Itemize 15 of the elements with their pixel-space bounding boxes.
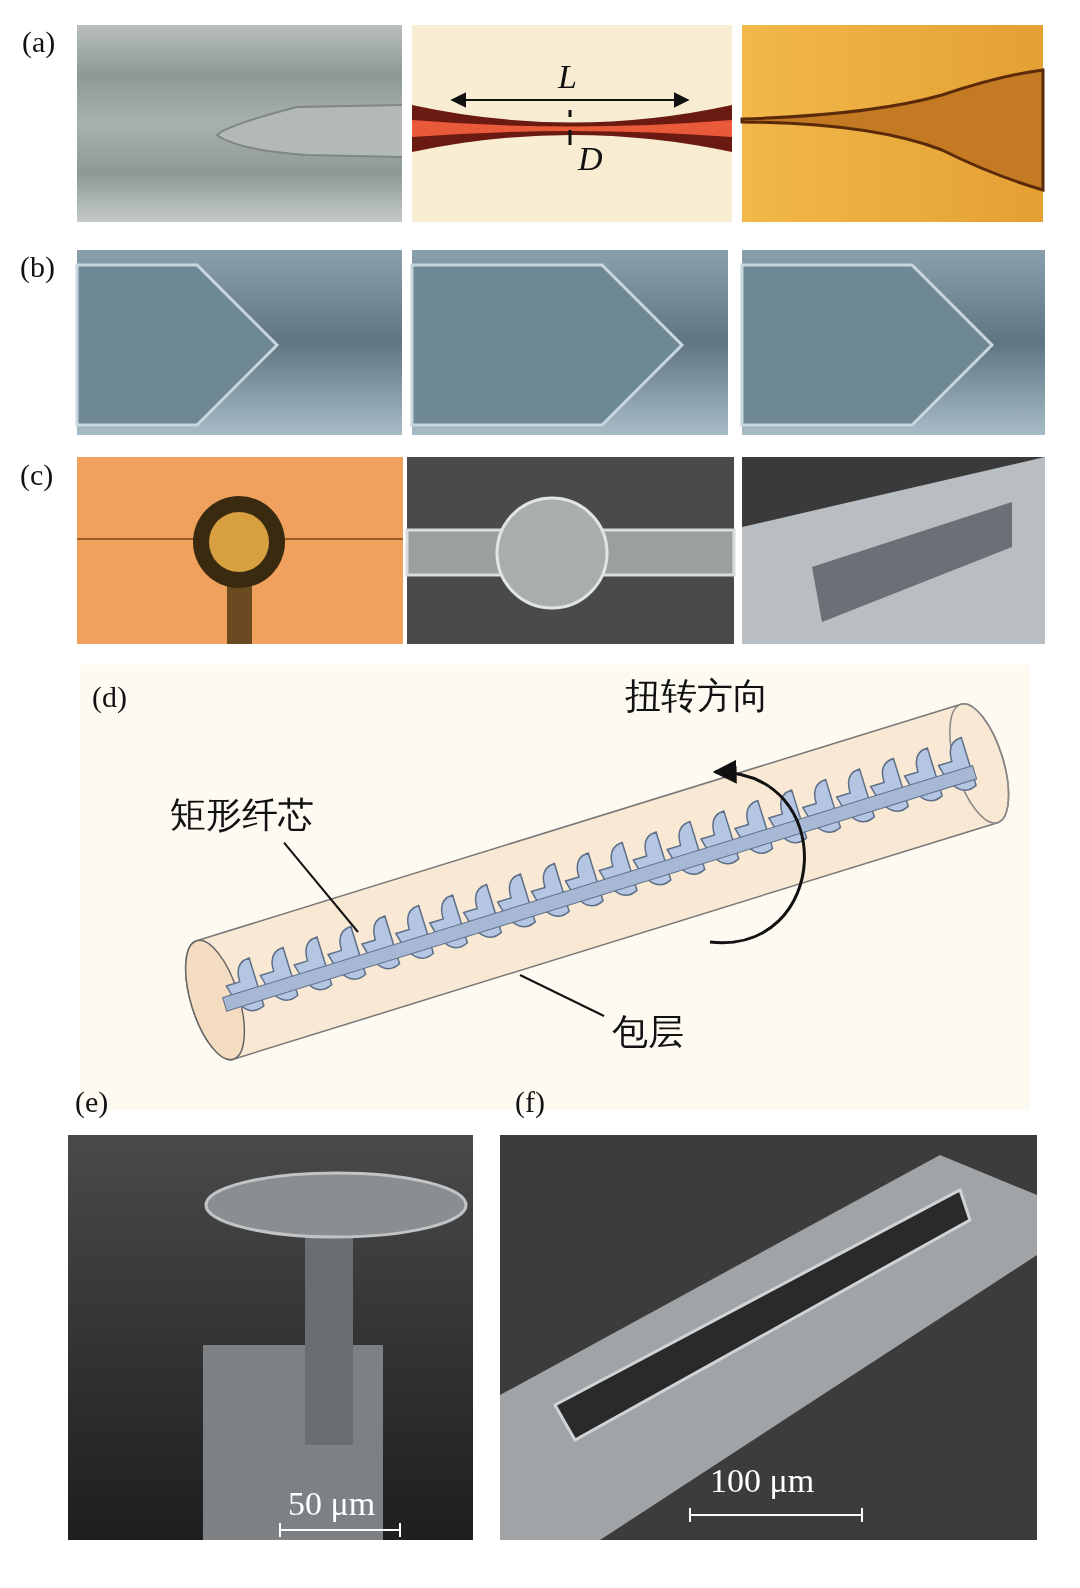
panel-label: (c): [20, 458, 54, 491]
panel-label: (e): [75, 1085, 109, 1118]
dimension-label: L: [558, 58, 577, 96]
panel-label: (f): [515, 1085, 545, 1118]
callout-text: 矩形纤芯: [170, 795, 314, 835]
scale-bar-label: 100 μm: [710, 1462, 815, 1500]
dimension-label: D: [578, 140, 603, 178]
callout-text: 包层: [612, 1012, 684, 1052]
leader-line: [283, 841, 359, 933]
panel-label: (a): [22, 25, 56, 58]
panel-label: (b): [20, 250, 55, 283]
direction-label: 扭转方向: [625, 676, 769, 716]
scale-bar-label: 50 μm: [288, 1485, 376, 1523]
leader-line: [519, 974, 605, 1017]
panel-label: (d): [92, 680, 127, 713]
